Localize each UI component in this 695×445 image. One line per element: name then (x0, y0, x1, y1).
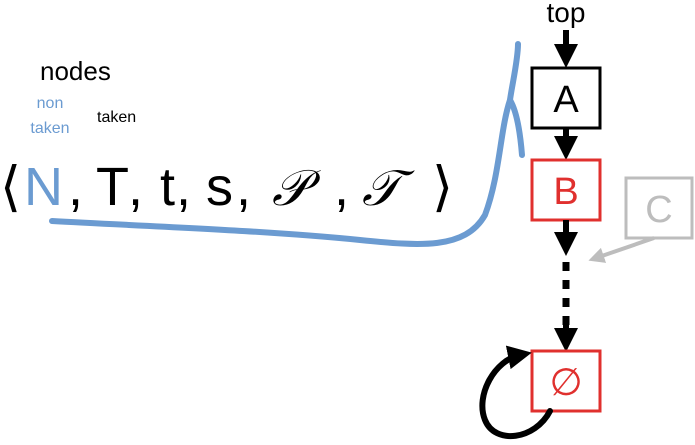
box-b-label: B (553, 171, 578, 213)
arrow-c-to-chain (588, 236, 655, 263)
tuple-comma-4: , (236, 157, 251, 217)
self-loop-arrow (479, 345, 553, 439)
box-c-label: C (645, 189, 672, 231)
tuple-comma-1: , (68, 157, 83, 217)
tuple-comma-3: , (176, 157, 191, 217)
box-c (624, 176, 694, 240)
tuple-close-bracket: ⟩ (432, 157, 453, 217)
tuple-expression: ⟨ N , T , t , s , (0, 157, 251, 217)
tuple-s: s (206, 157, 233, 217)
top-label: top (547, 0, 586, 28)
tuple-open-bracket: ⟨ (0, 157, 21, 217)
taken-label: taken (97, 109, 136, 126)
nodes-label: nodes (40, 56, 111, 86)
tuple-P-script: 𝒫 (272, 159, 321, 217)
box-a-label: A (553, 79, 579, 121)
non-taken-label-line2: taken (30, 120, 69, 137)
tuple-T-script: 𝒯 (362, 159, 415, 217)
tuple-T: T (96, 157, 128, 217)
box-empty (530, 349, 602, 413)
box-a (530, 66, 602, 130)
box-empty-label: ∅ (549, 362, 582, 404)
box-b (530, 158, 602, 222)
tuple-N: N (24, 157, 63, 217)
non-taken-label-line1: non (37, 95, 64, 112)
tuple-t: t (160, 157, 175, 217)
tuple-comma-2: , (128, 157, 143, 217)
tuple-comma-5: , (334, 157, 349, 217)
blue-brace-tip (507, 97, 525, 158)
